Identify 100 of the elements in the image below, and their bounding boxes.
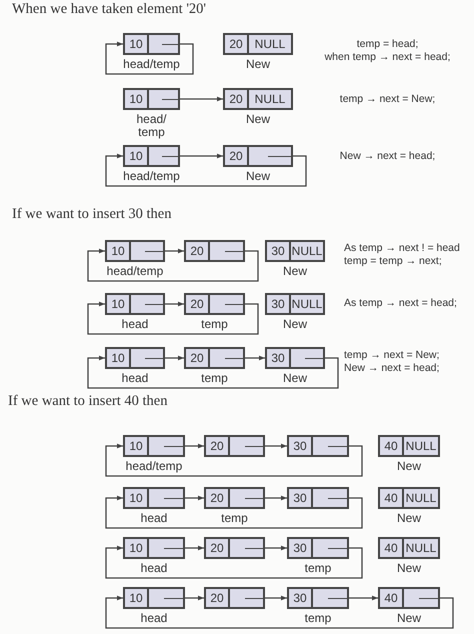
node-value: 20 — [206, 589, 230, 607]
node-value: 10 — [107, 242, 131, 260]
pointer-caption: head — [122, 318, 148, 331]
arrow — [87, 302, 259, 335]
section-heading: When we have taken element '20' — [12, 1, 206, 18]
section-heading: If we want to insert 40 then — [8, 393, 168, 410]
arrow — [265, 546, 287, 550]
node-value: 10 — [125, 147, 149, 165]
pointer-caption: temp — [304, 612, 332, 625]
pointer-caption: head/ temp — [135, 113, 168, 139]
list-node — [184, 240, 245, 262]
pointer-caption: New — [283, 372, 307, 385]
node-value: 30 — [267, 242, 291, 260]
node-value: 10 — [125, 489, 149, 507]
pointer-caption: New — [397, 612, 421, 625]
pointer-caption: New — [397, 512, 421, 525]
arrow — [245, 356, 265, 360]
code-statement: temp → next = New; — [344, 349, 440, 362]
node-value: 10 — [125, 35, 149, 53]
node-value: 40 — [380, 539, 404, 557]
pointer-caption: New — [283, 318, 307, 331]
pointer-value: NULL — [404, 439, 438, 453]
code-statement: As temp → next = head; — [344, 297, 457, 310]
node-value: 30 — [289, 539, 313, 557]
pointer-value: NULL — [404, 541, 438, 555]
node-value: 10 — [107, 295, 131, 313]
pointer-value: NULL — [254, 92, 286, 106]
arrow — [105, 154, 307, 187]
pointer-caption: head/temp — [123, 58, 180, 71]
arrow — [87, 248, 259, 282]
code-statement: New → next = head; — [338, 150, 436, 163]
arrow — [105, 444, 363, 477]
node-value: 30 — [267, 295, 291, 313]
pointer-caption: New — [246, 113, 270, 126]
node-value: 30 — [289, 437, 313, 455]
pointer-value: NULL — [254, 37, 286, 51]
node-value: 20 — [186, 295, 210, 313]
node-value: 20 — [225, 147, 249, 165]
code-statement: New → next = head; — [344, 362, 440, 375]
node-value: 20 — [206, 437, 230, 455]
code-statement: temp = temp → next; — [344, 255, 442, 268]
node-value: 10 — [107, 349, 131, 367]
list-node — [287, 487, 349, 509]
arrow — [185, 444, 204, 448]
pointer-caption: head — [122, 372, 148, 385]
node-value: 30 — [289, 589, 313, 607]
node-value: 20 — [206, 489, 230, 507]
list-node — [204, 587, 265, 609]
pointer-caption: head/temp — [123, 170, 180, 183]
code-statement: temp → next = New; — [338, 93, 436, 106]
arrow — [105, 42, 194, 75]
node-value: 30 — [267, 349, 291, 367]
node-value: 20 — [225, 90, 249, 108]
node-value: 20 — [186, 349, 210, 367]
node-value: 20 — [186, 242, 210, 260]
pointer-caption: New — [283, 265, 307, 278]
pointer-caption: head — [140, 512, 168, 525]
arrow — [165, 356, 184, 360]
arrow — [165, 248, 184, 254]
arrow — [185, 546, 204, 550]
arrow — [105, 596, 454, 629]
pointer-caption: head/temp — [126, 460, 182, 473]
pointer-caption: head/temp — [106, 265, 164, 278]
node-value: 40 — [380, 489, 404, 507]
pointer-caption: New — [246, 58, 270, 71]
arrow — [349, 596, 378, 600]
pointer-caption: temp — [304, 562, 332, 575]
list-node — [204, 435, 265, 457]
code-statement: when temp → next = head; — [324, 51, 452, 64]
arrow — [180, 154, 223, 158]
arrow — [265, 596, 287, 600]
list-node — [287, 435, 349, 457]
node-value: 40 — [380, 437, 404, 455]
pointer-caption: New — [397, 562, 421, 575]
arrow — [87, 356, 339, 389]
node-value: 40 — [380, 589, 404, 607]
pointer-value: NULL — [404, 491, 438, 505]
node-value: 10 — [125, 437, 149, 455]
pointer-caption: head — [140, 562, 168, 575]
arrow — [180, 96, 223, 102]
list-node — [204, 537, 265, 559]
arrow — [185, 596, 204, 600]
pointer-caption: temp — [201, 372, 228, 385]
pointer-caption: head — [140, 612, 168, 625]
pointer-caption: temp — [201, 318, 228, 331]
arrow — [105, 546, 363, 579]
pointer-caption: New — [246, 170, 270, 183]
node-value: 10 — [125, 539, 149, 557]
arrow — [185, 496, 204, 500]
arrow — [265, 444, 287, 448]
node-value: 30 — [289, 489, 313, 507]
pointer-value: NULL — [291, 244, 323, 258]
arrow — [165, 302, 184, 306]
node-value: 20 — [206, 539, 230, 557]
section-heading: If we want to insert 30 then — [12, 206, 172, 223]
pointer-caption: New — [397, 460, 421, 473]
code-statement: As temp → next ! = head — [344, 242, 460, 255]
node-value: 10 — [125, 589, 149, 607]
arrow — [265, 496, 287, 500]
code-statement: temp = head; — [356, 38, 420, 51]
